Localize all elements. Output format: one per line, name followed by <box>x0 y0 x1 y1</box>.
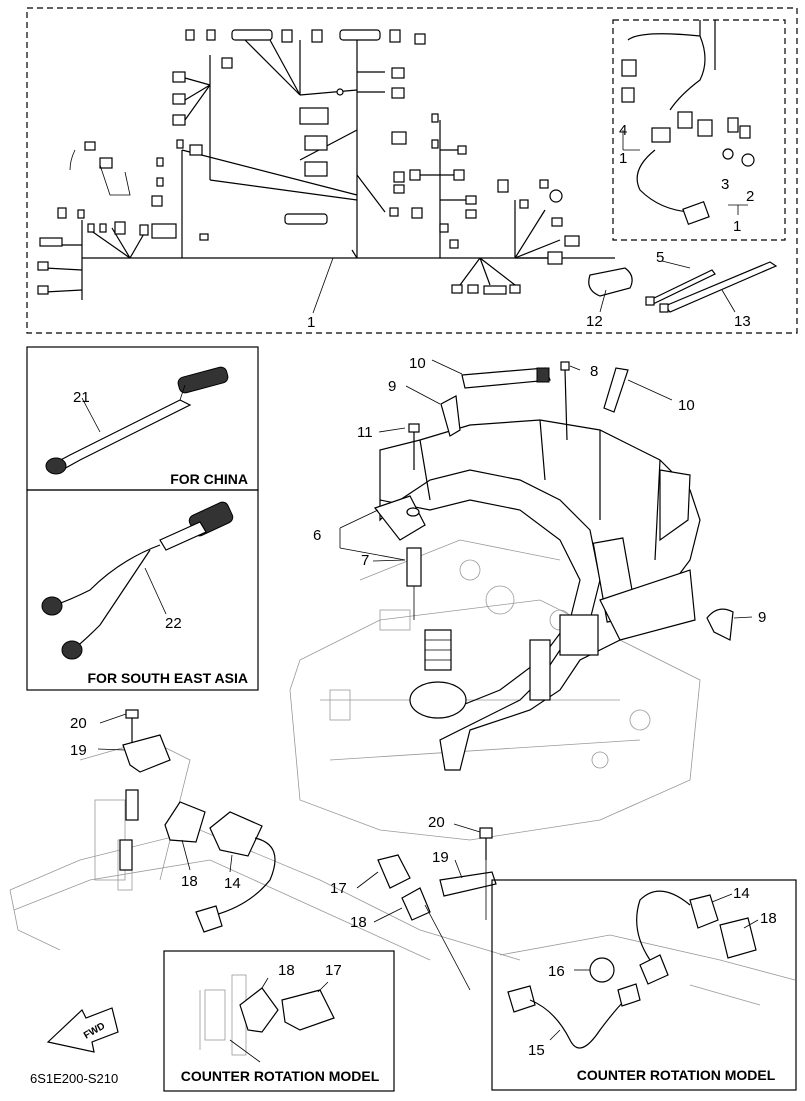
callout-3: 3 <box>721 176 729 193</box>
callout-18-box: 18 <box>278 962 295 979</box>
callout-14-right: 14 <box>733 885 750 902</box>
callout-1-inset-a: 1 <box>619 150 627 167</box>
callout-19-mid: 19 <box>432 849 449 866</box>
callout-20-left: 20 <box>70 715 87 732</box>
callout-10-right: 10 <box>678 397 695 414</box>
callout-21: 21 <box>73 389 90 406</box>
box-label-china: FOR CHINA <box>170 471 248 487</box>
callout-4: 4 <box>619 122 627 139</box>
callout-8: 8 <box>590 363 598 380</box>
south-east-asia-box: 22 FOR SOUTH EAST ASIA <box>26 489 259 691</box>
callout-5: 5 <box>656 249 664 266</box>
china-box: 21 FOR CHINA <box>26 346 259 491</box>
counter-rotation-box-left: 18 17 COUNTER ROTATION MODEL <box>163 950 395 1092</box>
harness-connectors <box>37 29 580 295</box>
lower-left-assembly: 20 19 18 14 FWD 6S1E200-S210 <box>9 709 521 1086</box>
callout-17-mid: 17 <box>330 880 347 897</box>
harness-leaders <box>312 257 736 314</box>
callout-20-mid: 20 <box>428 814 445 831</box>
callout-9-top: 9 <box>388 378 396 395</box>
callout-22: 22 <box>165 615 182 632</box>
box-label-south-east-asia: FOR SOUTH EAST ASIA <box>88 670 249 686</box>
callout-16: 16 <box>548 963 565 980</box>
callout-10-left: 10 <box>409 355 426 372</box>
box-label-counter-rotation-left: COUNTER ROTATION MODEL <box>181 1068 380 1084</box>
callout-17-box: 17 <box>325 962 342 979</box>
callout-19-left: 19 <box>70 742 87 759</box>
harness-panel: 1 1 1 2 3 4 5 13 12 <box>26 7 798 334</box>
callout-1-main: 1 <box>307 314 315 331</box>
callout-15: 15 <box>528 1042 545 1059</box>
cable-ties <box>588 261 778 313</box>
lower-middle-parts: 20 19 17 18 <box>330 814 497 991</box>
callout-1-inset-b: 1 <box>733 218 741 235</box>
callout-14-left: 14 <box>224 875 241 892</box>
engine-assembly: 10 10 8 9 11 6 7 9 <box>289 355 766 841</box>
callout-18-left: 18 <box>181 873 198 890</box>
callout-18-mid: 18 <box>350 914 367 931</box>
fwd-arrow-icon: FWD <box>46 1007 119 1053</box>
callout-13: 13 <box>734 313 751 330</box>
callout-18-right: 18 <box>760 910 777 927</box>
callout-12: 12 <box>586 313 603 330</box>
harness-trunk <box>44 39 615 300</box>
callout-7: 7 <box>361 552 369 569</box>
callout-9-right: 9 <box>758 609 766 626</box>
counter-rotation-box-right: 14 18 16 15 COUNTER ROTATION MODEL <box>491 879 797 1091</box>
callout-6: 6 <box>313 527 321 544</box>
callout-11: 11 <box>357 424 373 441</box>
inset-parts <box>621 20 755 226</box>
figure-code: 6S1E200-S210 <box>30 1071 118 1086</box>
box-label-counter-rotation-right: COUNTER ROTATION MODEL <box>577 1067 776 1083</box>
callout-2: 2 <box>746 188 754 205</box>
